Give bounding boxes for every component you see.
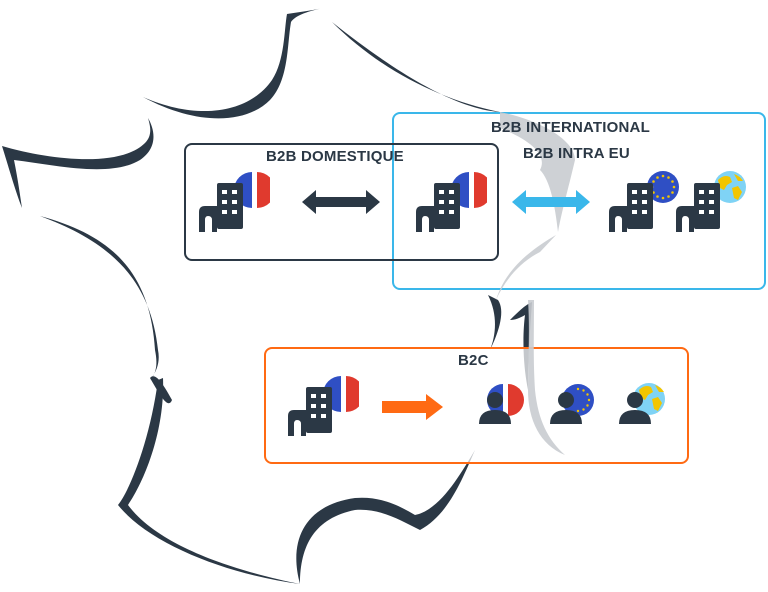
building-france-icon: [288, 376, 359, 436]
b2b-intra-eu-title: B2B INTRA EU: [523, 145, 630, 162]
double-arrow-blue-icon: [512, 190, 590, 214]
building-world-icon: [676, 171, 746, 232]
person-world-icon: [619, 383, 665, 424]
b2b-international-title: B2B INTERNATIONAL: [491, 119, 650, 136]
coast-northeast: [332, 22, 500, 112]
b2b-domestic-title: B2B DOMESTIQUE: [266, 148, 404, 165]
arrow-orange-icon: [382, 394, 443, 420]
coast-west: [40, 216, 159, 380]
person-eu-icon: [550, 384, 594, 424]
double-arrow-dark-icon: [302, 190, 380, 214]
coast-east: [488, 295, 502, 350]
building-france-icon: [199, 172, 270, 232]
building-france-icon: [416, 172, 487, 232]
coast-south: [296, 450, 475, 584]
b2b-domestic-box: [184, 143, 499, 261]
coast-north: [143, 8, 323, 119]
b2c-title: B2C: [458, 352, 489, 369]
building-eu-icon: [609, 171, 679, 232]
coast-brittany: [2, 118, 154, 208]
person-france-icon: [479, 384, 524, 424]
